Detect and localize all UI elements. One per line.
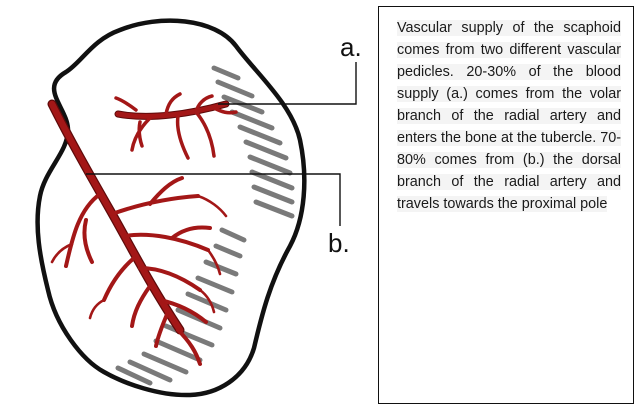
caption-text: Vascular supply of the scaphoid comes fr…	[397, 17, 621, 215]
scaphoid-illustration	[0, 0, 376, 410]
caption-text-content: Vascular supply of the scaphoid comes fr…	[397, 20, 621, 212]
label-a: a.	[340, 34, 362, 60]
artery-tree-b	[52, 104, 226, 364]
leader-line-a	[218, 62, 356, 104]
label-b: b.	[328, 230, 350, 256]
caption-box: Vascular supply of the scaphoid comes fr…	[378, 6, 634, 404]
